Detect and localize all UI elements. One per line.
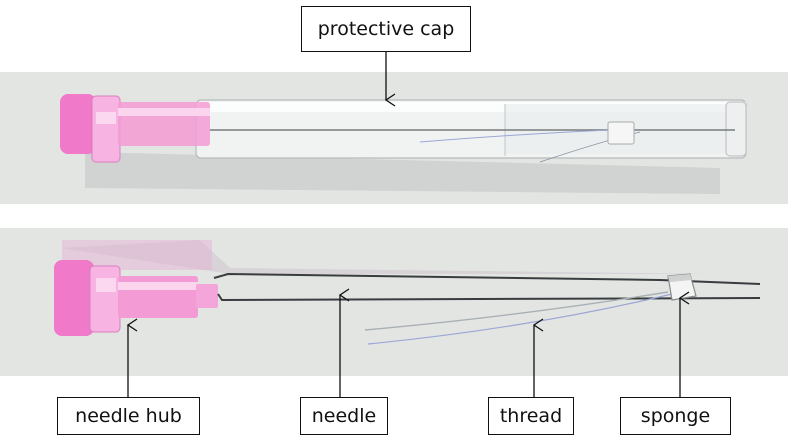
photo-uncapped-needle (0, 228, 788, 376)
label-sponge-text: sponge (640, 405, 711, 427)
label-needle-hub-text: needle hub (75, 405, 182, 427)
label-thread-text: thread (499, 405, 563, 427)
label-sponge: sponge (620, 397, 731, 435)
label-needle: needle (300, 397, 388, 435)
thread-shape (364, 291, 669, 331)
needle-hub-shape (54, 260, 218, 336)
capped-needle-hub-shape (60, 94, 210, 163)
protective-cap-shape (195, 99, 747, 163)
needle-shape (217, 293, 761, 302)
label-protective-cap: protective cap (301, 6, 471, 52)
label-needle-hub: needle hub (57, 397, 200, 435)
label-protective-cap-text: protective cap (317, 18, 455, 40)
label-needle-text: needle (311, 405, 377, 427)
label-thread: thread (488, 397, 574, 435)
